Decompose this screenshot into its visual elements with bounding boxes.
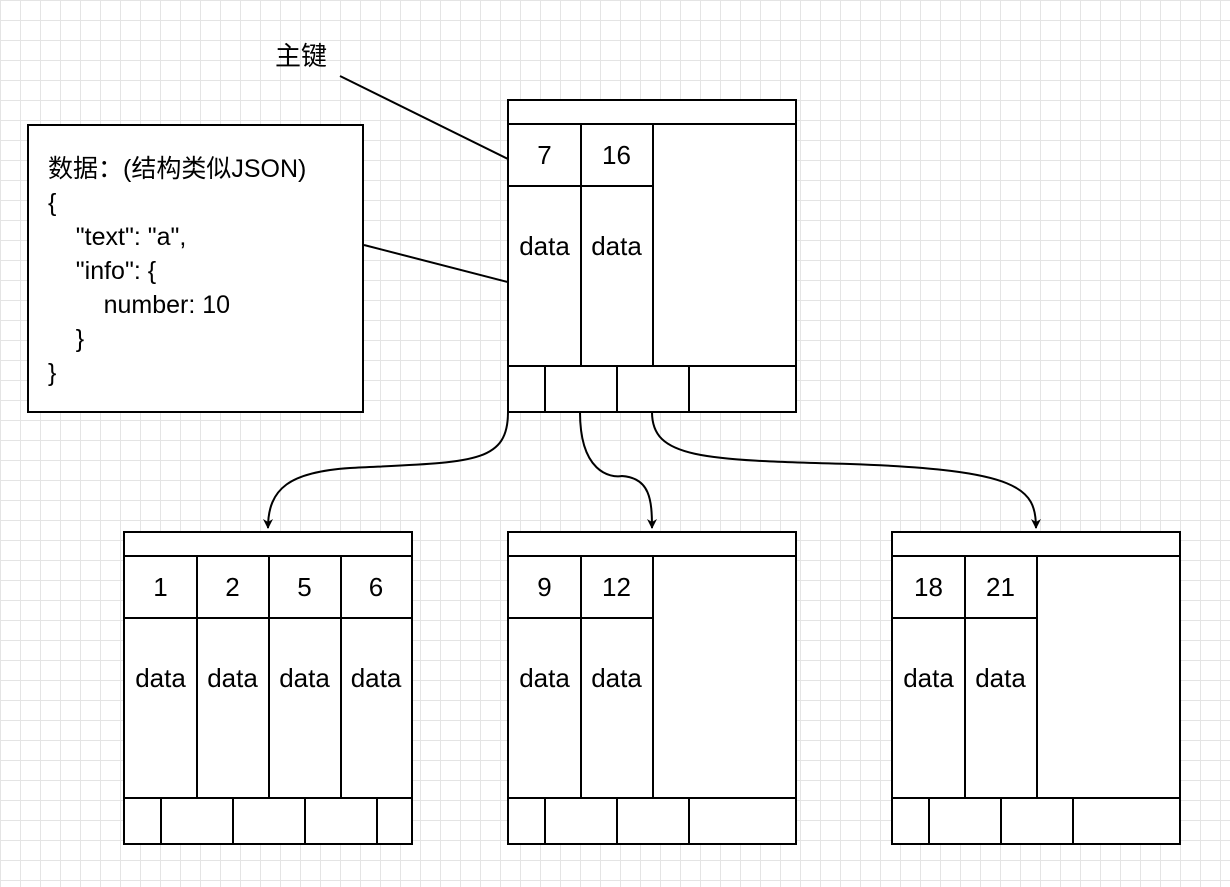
note-line: } (48, 325, 85, 353)
edge-root-to-child-1 (263, 411, 509, 529)
pointer-divider (232, 799, 234, 843)
data-cell: data (509, 619, 582, 797)
pointer-divider (544, 367, 546, 411)
data-note-box: 数据：(结构类似JSON) { "text": "a", "info": { n… (27, 124, 364, 413)
key-cell: 18 (893, 557, 966, 619)
key-cell: 9 (509, 557, 582, 619)
pointer-row (509, 365, 795, 411)
node-header-divider (125, 555, 411, 557)
primary-key-label: 主键 (275, 41, 328, 71)
pointer-row (125, 797, 411, 843)
pointer-row (893, 797, 1179, 843)
data-cell: data (581, 619, 654, 797)
data-cell: data (197, 619, 270, 797)
edge-root-to-child-2 (579, 411, 657, 529)
leaf-node-2: 9 12 data data (507, 531, 797, 845)
key-cell: 21 (965, 557, 1038, 619)
data-cell: data (893, 619, 966, 797)
key-cell: 16 (581, 125, 654, 187)
pointer-divider (376, 799, 378, 843)
key-cell: 2 (197, 557, 270, 619)
pointer-divider (160, 799, 162, 843)
data-callout-line (363, 244, 528, 288)
key-cell: 5 (269, 557, 342, 619)
root-node: 7 16 data data (507, 99, 797, 413)
data-cell: data (509, 187, 582, 365)
primary-key-callout-line (339, 75, 513, 162)
data-cell: data (350, 662, 402, 693)
note-line: "text": "a", (48, 223, 187, 251)
data-cell: data (581, 187, 654, 365)
note-line: "info": { (48, 257, 157, 285)
pointer-divider (1072, 799, 1074, 843)
leaf-node-1: 1 2 5 6 data data data data (123, 531, 413, 845)
key-cell: 7 (509, 125, 582, 187)
node-header-divider (509, 123, 795, 125)
pointer-row (509, 797, 795, 843)
note-line: { (48, 189, 57, 217)
pointer-divider (304, 799, 306, 843)
data-cell: data (965, 619, 1038, 797)
leaf-node-3: 18 21 data data (891, 531, 1181, 845)
pointer-divider (616, 367, 618, 411)
pointer-divider (688, 367, 690, 411)
data-cell: data (269, 619, 342, 797)
node-header-divider (509, 555, 795, 557)
pointer-divider (928, 799, 930, 843)
note-line: number: 10 (48, 291, 231, 319)
note-line: } (48, 359, 57, 387)
key-cell: 1 (125, 557, 198, 619)
pointer-divider (616, 799, 618, 843)
data-cell: data (125, 619, 198, 797)
node-header-divider (893, 555, 1179, 557)
key-cell: 6 (341, 557, 411, 619)
pointer-divider (688, 799, 690, 843)
edge-root-to-child-3 (651, 411, 1041, 529)
pointer-divider (1000, 799, 1002, 843)
key-cell: 12 (581, 557, 654, 619)
note-line: 数据：(结构类似JSON) (48, 155, 307, 183)
pointer-divider (544, 799, 546, 843)
